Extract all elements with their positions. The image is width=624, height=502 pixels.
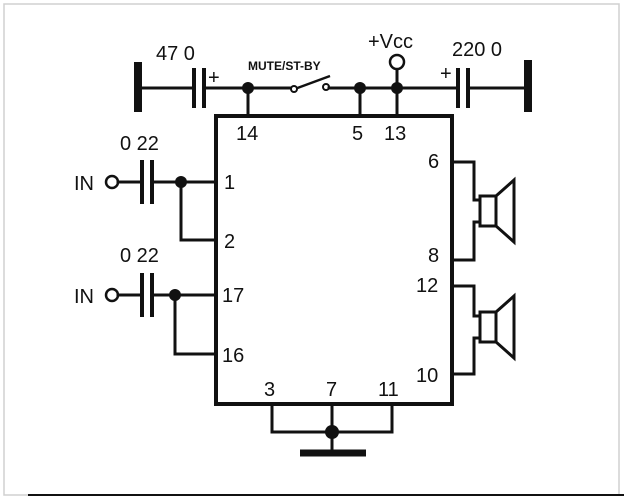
pin-13: 13 xyxy=(384,123,406,145)
label-cap-left: 47 0 xyxy=(156,43,195,65)
ic-body xyxy=(214,114,454,406)
wire-pin6-speaker1 xyxy=(450,160,482,202)
label-cap-in1: 0 22 xyxy=(120,133,159,155)
pin-14: 14 xyxy=(236,123,258,145)
pin-10: 10 xyxy=(416,365,438,387)
label-input2: IN xyxy=(74,286,94,308)
input1-terminal xyxy=(104,174,120,190)
pin-7: 7 xyxy=(326,379,337,401)
speaker2-magnet xyxy=(478,310,498,344)
pin-17: 17 xyxy=(222,285,244,307)
wire-pin3-ground xyxy=(270,402,334,434)
mute-switch-lever xyxy=(291,74,331,92)
label-input1: IN xyxy=(74,173,94,195)
label-mute-standby: MUTE/ST-BY xyxy=(248,59,321,73)
pin-3: 3 xyxy=(264,379,275,401)
label-plus-right: + xyxy=(440,63,452,85)
switch-contact-left xyxy=(290,85,298,93)
junction-pin14 xyxy=(242,82,254,94)
pin-11: 11 xyxy=(378,379,399,401)
wire-pin17-to-pin16 xyxy=(173,293,218,356)
input2-terminal xyxy=(104,287,120,303)
vcc-terminal xyxy=(388,53,406,71)
junction-ground xyxy=(325,425,339,439)
pin-1: 1 xyxy=(224,172,235,194)
wire-pin12-speaker2 xyxy=(450,284,482,318)
label-plus-left: + xyxy=(208,67,220,89)
label-vcc: +Vcc xyxy=(368,31,413,53)
pin-6: 6 xyxy=(428,151,439,173)
junction-pin13 xyxy=(391,82,403,94)
pin-5: 5 xyxy=(352,123,363,145)
junction-pin5 xyxy=(354,82,366,94)
speaker1-magnet xyxy=(478,194,498,228)
pin-2: 2 xyxy=(224,231,235,253)
pin-8: 8 xyxy=(428,245,439,267)
label-cap-in2: 0 22 xyxy=(120,245,159,267)
speaker1-cone xyxy=(494,176,516,246)
wire-pin8-speaker1 xyxy=(450,220,482,262)
speaker2-cone xyxy=(494,292,516,362)
pin-16: 16 xyxy=(222,345,244,367)
label-cap-right: 220 0 xyxy=(452,39,502,61)
wire-pin1-to-pin2 xyxy=(179,180,218,242)
wire-pin11-ground xyxy=(330,402,394,434)
pin-12: 12 xyxy=(416,275,438,297)
wire-pin10-speaker2 xyxy=(450,336,482,376)
